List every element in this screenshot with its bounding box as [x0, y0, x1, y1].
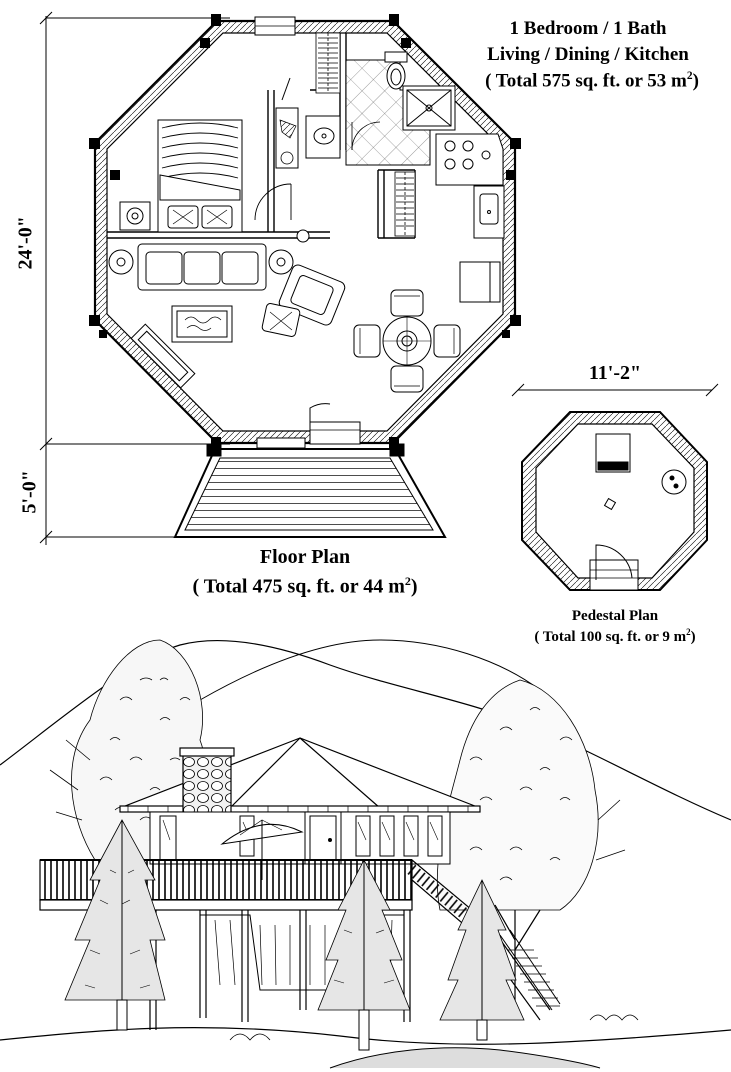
kitchen	[435, 133, 505, 303]
header-rooms: Living / Dining / Kitchen	[487, 44, 689, 65]
toilet	[384, 51, 408, 90]
pedestal-total-text: ( Total 100 sq. ft. or 9 m	[534, 629, 687, 645]
floor-plan-total-close: )	[410, 575, 418, 598]
rug	[171, 305, 233, 343]
pedestal-plan-label: Pedestal Plan	[571, 608, 659, 624]
corner-posts	[89, 14, 521, 449]
dimension-height-label: 24'-0"	[14, 216, 37, 270]
house-elevation	[0, 639, 731, 1069]
floor-plan-label: Floor Plan	[259, 546, 351, 568]
bed	[119, 119, 243, 233]
pedestal-dimension-label: 11'-2"	[588, 362, 642, 384]
background-tree-right	[436, 679, 626, 1010]
header-total-close: )	[692, 70, 699, 92]
pedestal-total-sup: 2	[686, 627, 691, 637]
shower	[402, 85, 456, 131]
walls	[149, 811, 451, 865]
pedestal-plan-total: ( Total 100 sq. ft. or 9 m2)	[525, 627, 705, 646]
bathroom-sink	[305, 115, 381, 159]
sofa	[108, 229, 310, 291]
deck	[173, 443, 447, 538]
dimension-deck-label: 5'-0"	[18, 470, 41, 514]
floor-plan-total-sup: 2	[404, 574, 411, 588]
evergreen-tree-center	[317, 859, 411, 1051]
header-total-sup: 2	[686, 70, 693, 82]
tv-cabinet	[130, 323, 196, 389]
header-total-area: ( Total 575 sq. ft. or 53 m2)	[462, 70, 722, 92]
pedestal-plan	[521, 411, 708, 591]
pedestal-total-close: )	[690, 629, 696, 645]
floor-plan-total: ( Total 475 sq. ft. or 44 m2)	[175, 574, 435, 599]
floor-plan	[89, 14, 521, 449]
dimension-lines	[39, 11, 719, 545]
closet-side	[394, 171, 416, 237]
closet-top	[315, 32, 341, 94]
floor-plan-total-text: ( Total 475 sq. ft. or 44 m	[192, 575, 405, 598]
dining-table	[353, 289, 461, 393]
evergreen-tree-right	[439, 879, 525, 1041]
evergreen-tree-left	[64, 819, 166, 1031]
header-total-text: ( Total 575 sq. ft. or 53 m	[485, 70, 687, 92]
header-bedroom-bath: 1 Bedroom / 1 Bath	[509, 18, 667, 39]
